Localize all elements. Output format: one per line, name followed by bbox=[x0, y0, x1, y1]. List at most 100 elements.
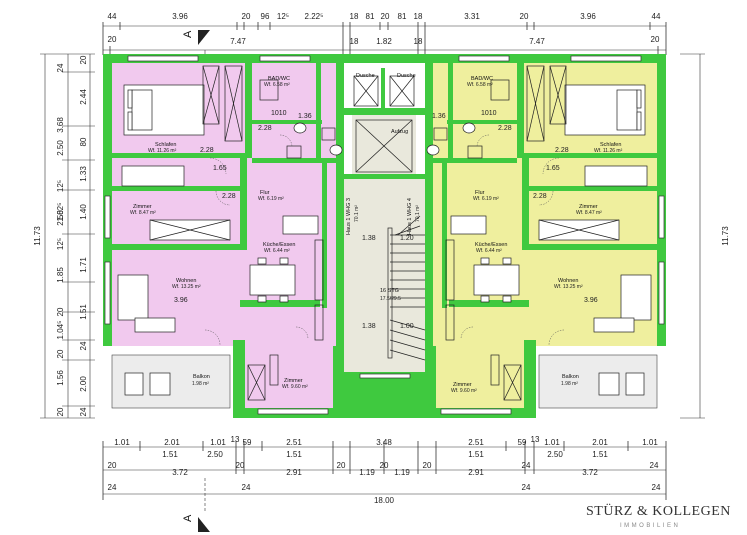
dim-label: 20 bbox=[108, 35, 117, 44]
room-area: Wf. 13.25 m² bbox=[172, 284, 201, 290]
shower bbox=[389, 75, 415, 107]
dim-label: 2.91 bbox=[468, 468, 484, 477]
dim-label: 2.28 bbox=[200, 147, 214, 154]
balcony-chair bbox=[598, 372, 620, 396]
dim-label: 1.85 bbox=[56, 267, 65, 283]
room-name: Zimmer bbox=[133, 204, 152, 210]
dim-label: 3.72 bbox=[582, 468, 598, 477]
dim-label: 2.51 bbox=[286, 438, 302, 447]
dim-label: 59 bbox=[518, 438, 527, 447]
room-name: Zimmer bbox=[284, 378, 303, 384]
section-mark-top: A bbox=[182, 30, 210, 58]
core-fixtures bbox=[353, 75, 426, 361]
room-name: Wohnen bbox=[176, 278, 196, 284]
interior-walls bbox=[112, 63, 657, 408]
dim-label: 2.28 bbox=[498, 125, 512, 132]
dim-label: 13 bbox=[231, 435, 240, 444]
apartment-area: 70.1 m² bbox=[354, 205, 360, 222]
dimension-labels-top: 44 3.96 20 96 12⁵ 2.22⁵ 18 81 20 81 18 3… bbox=[108, 12, 661, 46]
room-area: Wf. 6.19 m² bbox=[473, 196, 499, 202]
wardrobe bbox=[526, 65, 545, 142]
brand-logo: STÜRZ & KOLLEGEN bbox=[586, 504, 731, 519]
room-area: Wf. 6.19 m² bbox=[258, 196, 284, 202]
dim-label: 11.73 bbox=[721, 226, 730, 246]
room-area: Wf. 6.58 m² bbox=[467, 82, 493, 88]
washbasin bbox=[293, 122, 307, 134]
dim-label: 1.51 bbox=[592, 450, 608, 459]
dim-label: 1.20 bbox=[400, 235, 414, 242]
room-name: Küche/Essen bbox=[263, 242, 295, 248]
dim-label: 1.65 bbox=[546, 165, 560, 172]
room-area: Wf. 13.25 m² bbox=[554, 284, 583, 290]
dim-label: 1.65 bbox=[213, 165, 227, 172]
dimensions-bottom bbox=[102, 441, 667, 500]
dim-label: 20 bbox=[520, 12, 529, 21]
balcony-chair bbox=[149, 372, 171, 396]
apartment-right-lower bbox=[436, 300, 529, 408]
room-area: Wf. 9.60 m² bbox=[282, 384, 308, 390]
dim-label: 59 bbox=[243, 438, 252, 447]
kitchen-counter bbox=[282, 215, 319, 235]
dim-label: 20 bbox=[56, 349, 65, 358]
room-name: Balkon bbox=[193, 374, 210, 380]
dim-label: 20 bbox=[108, 461, 117, 470]
dim-label: 1.36 bbox=[432, 113, 446, 120]
section-arrow-icon bbox=[198, 517, 210, 532]
dim-label: 1.01 bbox=[114, 438, 130, 447]
dim-label: 1.82 bbox=[376, 37, 392, 46]
bathtub bbox=[490, 79, 510, 101]
dim-label: 80 bbox=[79, 137, 88, 146]
dim-label: 7.47 bbox=[529, 37, 545, 46]
room-labels-left: BAD/WC Wf. 6.58 m² Schlafen Wf. 11.26 m²… bbox=[130, 73, 375, 390]
dim-label: 18 bbox=[414, 12, 423, 21]
door-swings bbox=[204, 134, 565, 346]
elevator-cabin bbox=[355, 119, 413, 173]
dim-label: 12⁵ bbox=[56, 238, 65, 250]
bed bbox=[584, 165, 648, 187]
dim-label: 12⁵ bbox=[56, 180, 65, 192]
dim-label: 20 bbox=[56, 407, 65, 416]
dim-label: 2.51 bbox=[468, 438, 484, 447]
dim-label: 20 bbox=[337, 461, 346, 470]
stairs-label: 16 STG bbox=[380, 288, 399, 294]
dim-label: 24 bbox=[650, 461, 659, 470]
room-name: Schlafen bbox=[600, 142, 621, 148]
room-area: Wf. 6.58 m² bbox=[264, 82, 290, 88]
wardrobe bbox=[202, 65, 220, 125]
room-name: Zimmer bbox=[579, 204, 598, 210]
dim-label: 3.31 bbox=[464, 12, 480, 21]
bed bbox=[121, 165, 185, 187]
dim-label: 3.96 bbox=[584, 297, 598, 304]
room-name: Zimmer bbox=[453, 382, 472, 388]
dim-label: 3.68 bbox=[56, 117, 65, 133]
dim-label: 2.28 bbox=[555, 147, 569, 154]
dim-label: 3.96 bbox=[172, 12, 188, 21]
bed bbox=[123, 84, 205, 136]
dim-label: 24 bbox=[242, 483, 251, 492]
furniture-right bbox=[426, 65, 652, 401]
room-area: Wf. 6.44 m² bbox=[476, 248, 502, 254]
toilet bbox=[426, 144, 440, 156]
shower bbox=[353, 75, 379, 107]
dim-label: 1.51 bbox=[468, 450, 484, 459]
furniture-left bbox=[117, 65, 343, 401]
room-name: Flur bbox=[260, 190, 270, 196]
dim-label: 1.00 bbox=[400, 323, 414, 330]
room-area: Wf. 11.26 m² bbox=[594, 148, 623, 154]
room-labels-right: BAD/WC Wf. 6.58 m² Schlafen Wf. 11.26 m²… bbox=[397, 73, 623, 394]
apartment-label: Haus 1 WHG 3 bbox=[346, 198, 352, 235]
dim-label: 2.50 bbox=[56, 210, 65, 226]
dimension-labels-left: 24 20 2.44 3.68 80 2.50 1.33 12⁵ 1.82⁵ 1… bbox=[33, 55, 88, 416]
balcony-chair bbox=[625, 372, 645, 396]
dim-label: 18 bbox=[414, 37, 423, 46]
dim-label: 24 bbox=[108, 483, 117, 492]
section-mark-bottom: A bbox=[182, 478, 210, 532]
dim-label: 1.82⁵ bbox=[56, 203, 65, 222]
inner-dimensions: 3.96 3.96 1.38 1.20 1.38 1.00 2.28 2.28 … bbox=[174, 110, 598, 330]
toilet bbox=[329, 144, 343, 156]
dim-label: 1.51 bbox=[79, 304, 88, 320]
dining-table bbox=[473, 264, 520, 296]
dim-label: 20 bbox=[380, 461, 389, 470]
dim-label: 44 bbox=[108, 12, 117, 21]
